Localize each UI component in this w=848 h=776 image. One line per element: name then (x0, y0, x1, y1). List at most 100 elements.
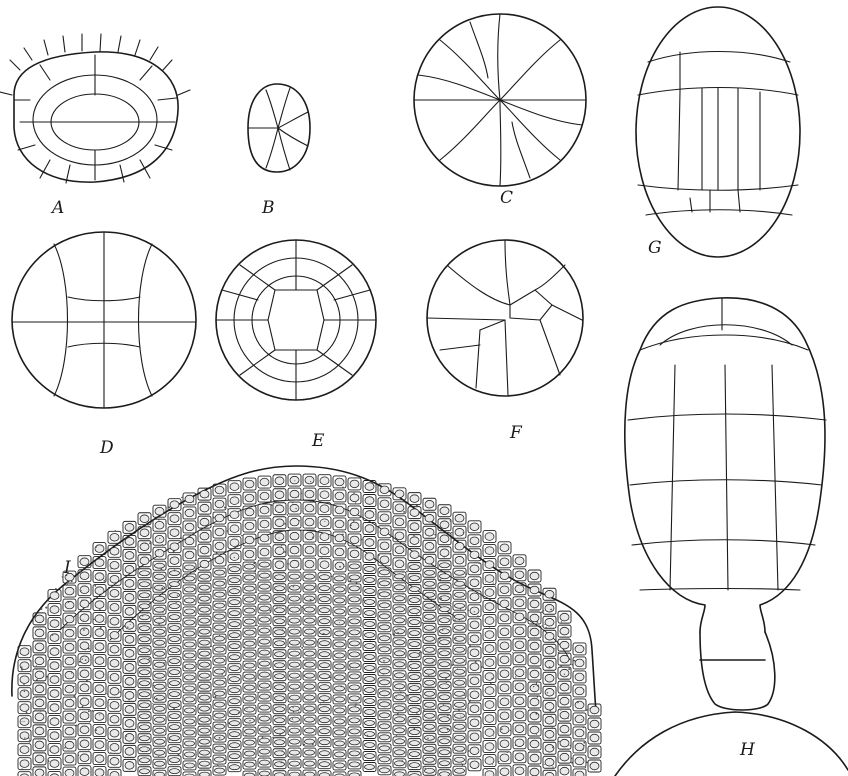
stipple-dot (238, 712, 239, 713)
stipple-dot (469, 700, 471, 702)
cell-nucleus (275, 641, 285, 646)
stipple-dot (419, 652, 421, 654)
cell-nucleus (335, 598, 345, 603)
stipple-dot (507, 751, 509, 753)
cell-nucleus (545, 716, 554, 724)
cell-nucleus (125, 622, 134, 630)
stipple-dot (342, 534, 344, 536)
stipple-dot (163, 662, 165, 664)
cell-nucleus (65, 629, 74, 637)
cell-nucleus (245, 508, 254, 516)
stipple-dot (173, 551, 175, 553)
stipple-dot (390, 553, 392, 555)
cell-nucleus (455, 713, 465, 718)
cell-nucleus (155, 684, 165, 689)
stipple-dot (443, 704, 444, 705)
cell-nucleus (260, 639, 270, 644)
cell-nucleus (365, 665, 375, 670)
cell-nucleus (245, 550, 254, 558)
cell-nucleus (140, 670, 150, 675)
cell-nucleus (485, 645, 494, 653)
stipple-dot (36, 669, 37, 670)
stipple-dot (378, 554, 380, 556)
cell-nucleus (200, 739, 210, 744)
stipple-dot (228, 723, 229, 724)
stipple-dot (515, 676, 516, 677)
cell-nucleus (380, 514, 389, 522)
stipple-dot (269, 610, 270, 611)
cell-nucleus (380, 746, 390, 751)
stipple-dot (493, 736, 494, 737)
cell-nucleus (185, 741, 195, 746)
cell-nucleus (35, 699, 44, 707)
cell-nucleus (395, 728, 405, 733)
stipple-dot (394, 513, 395, 514)
cell-nucleus (200, 546, 209, 554)
stipple-dot (515, 699, 516, 700)
stipple-dot (145, 543, 146, 544)
cell-nucleus (185, 587, 195, 592)
stipple-dot (447, 715, 448, 716)
cell-nucleus (440, 549, 449, 557)
stipple-dot (568, 718, 569, 719)
cell-nucleus (485, 561, 494, 569)
cell-nucleus (245, 685, 255, 690)
cell-nucleus (470, 635, 479, 643)
stipple-dot (470, 700, 471, 701)
cell-nucleus (515, 725, 524, 733)
stipple-dot (478, 563, 479, 564)
cell-nucleus (440, 750, 450, 755)
stipple-dot (71, 673, 72, 674)
cell-nucleus (80, 642, 89, 650)
cell-nucleus (560, 655, 569, 663)
stipple-dot (36, 665, 37, 666)
cell-nucleus (425, 636, 435, 641)
stipple-dot (159, 538, 160, 539)
stipple-dot (150, 589, 151, 590)
cell-nucleus (155, 574, 165, 579)
cell-nucleus (125, 706, 134, 714)
cell-nucleus (410, 719, 420, 724)
cell-nucleus (560, 669, 569, 677)
stipple-dot (126, 735, 127, 736)
stipple-dot (88, 710, 90, 712)
cell-nucleus (440, 717, 450, 722)
stipple-dot (101, 573, 102, 574)
stipple-dot (585, 767, 586, 768)
stipple-dot (460, 608, 461, 609)
cell-nucleus (305, 662, 315, 667)
stipple-dot (413, 534, 415, 536)
cell-nucleus (95, 545, 104, 553)
cell-nucleus (440, 563, 450, 568)
stipple-dot (377, 723, 379, 725)
cell-nucleus (170, 501, 179, 509)
cell-nucleus (560, 613, 569, 621)
stipple-dot (148, 658, 150, 660)
cell-nucleus (350, 494, 359, 502)
stipple-dot (287, 754, 289, 756)
stipple-dot (40, 711, 41, 712)
cell-nucleus (440, 651, 450, 656)
cell-nucleus (245, 707, 255, 712)
stipple-dot (353, 520, 355, 522)
cell-nucleus (155, 695, 165, 700)
stipple-dot (158, 623, 159, 624)
cell-nucleus (350, 718, 360, 723)
cell-nucleus (335, 506, 344, 514)
cell-nucleus (425, 735, 435, 740)
cell-nucleus (545, 730, 554, 738)
stipple-dot (24, 737, 25, 738)
cell-nucleus (275, 547, 284, 555)
stipple-dot (367, 735, 368, 736)
cell-nucleus (305, 596, 315, 601)
cell-nucleus (515, 767, 524, 775)
stipple-dot (287, 607, 288, 608)
stipple-dot (405, 542, 406, 543)
cell-nucleus (335, 492, 344, 500)
stipple-dot (422, 622, 424, 624)
stipple-dot (70, 629, 71, 630)
stipple-dot (446, 682, 447, 683)
stipple-dot (286, 756, 287, 757)
stipple-dot (167, 657, 168, 658)
cell-nucleus (365, 676, 375, 681)
